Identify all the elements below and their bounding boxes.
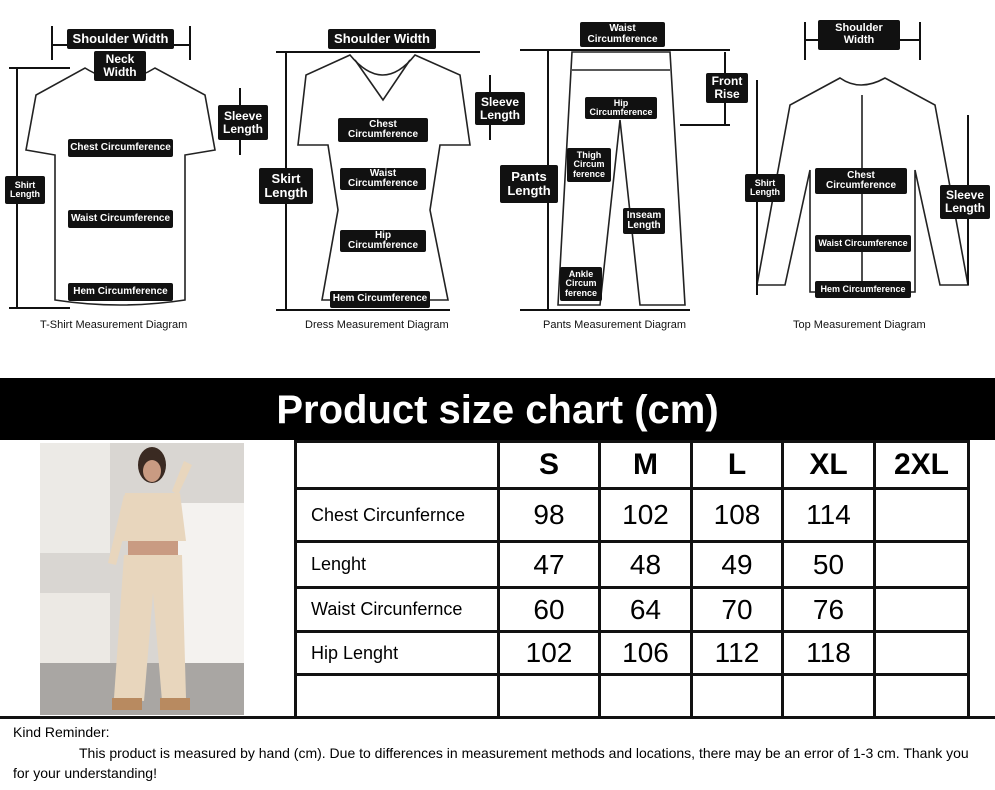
label-neck-width: Neck Width [94,51,146,81]
label-waist-circumference: Waist Circumference [68,210,173,228]
label-pants-waist: Waist Circumference [580,22,665,47]
table-row: Chest Circunfernce 98 102 108 114 [294,487,970,543]
table-cell: 47 [497,540,601,589]
label-dress-waist: Waist Circumference [340,168,426,190]
label-sleeve-length: Sleeve Length [218,105,268,140]
label-dress-hem: Hem Circumference [330,291,430,308]
table-cell [690,673,784,719]
caption-dress: Dress Measurement Diagram [305,319,449,331]
table-cell [873,487,970,543]
table-cell: 64 [598,586,693,633]
label-chest-circumference: Chest Circumference [68,139,173,157]
table-cell [873,540,970,589]
label-pants-length: Pants Length [500,165,558,203]
label-top-shirt-length: Shirt Length [745,174,785,202]
label-ankle-circumference: Ankle Circum ference [560,267,602,301]
table-cell: 60 [497,586,601,633]
label-hem-circumference: Hem Circumference [68,283,173,301]
table-cell: 118 [781,630,876,676]
caption-pants: Pants Measurement Diagram [543,319,687,331]
table-cell: 112 [690,630,784,676]
label-dress-hip: Hip Circumference [340,230,426,252]
table-cell [873,586,970,633]
table-cell: 70 [690,586,784,633]
product-photo [40,443,244,715]
label-shoulder-width: Shoulder Width [67,29,174,49]
label-dress-chest: Chest Circumference [338,118,428,142]
table-cell: 50 [781,540,876,589]
label-top-chest: Chest Circumference [815,168,907,194]
table-cell: 102 [497,630,601,676]
size-chart-title: Product size chart (cm) [0,378,995,440]
row-label: Chest Circunfernce [294,487,500,543]
header-size-m: M [598,440,693,490]
label-pants-hip: Hip Circumference [585,97,657,119]
row-label: Waist Circunfernce [294,586,500,633]
label-top-waist: Waist Circumference [815,235,911,252]
table-cell [781,673,876,719]
reminder-title: Kind Reminder: [13,724,110,740]
size-table: S M L XL 2XL Chest Circunfernce 98 102 1… [294,440,970,719]
label-front-rise: Front Rise [706,73,748,103]
table-cell [497,673,601,719]
label-shirt-length: Shirt Length [5,176,45,204]
caption-top: Top Measurement Diagram [793,319,926,331]
row-label: Hip Lenght [294,630,500,676]
header-size-2xl: 2XL [873,440,970,490]
header-size-xl: XL [781,440,876,490]
header-size-s: S [497,440,601,490]
label-thigh-circumference: Thigh Circum ference [567,148,611,182]
divider [0,716,995,719]
table-cell: 49 [690,540,784,589]
caption-tshirt: T-Shirt Measurement Diagram [40,319,188,331]
label-inseam-length: Inseam Length [623,208,665,234]
table-cell: 114 [781,487,876,543]
table-row [294,673,970,719]
label-dress-sleeve-length: Sleeve Length [475,92,525,125]
table-cell [598,673,693,719]
table-cell: 108 [690,487,784,543]
table-cell: 106 [598,630,693,676]
header-size-l: L [690,440,784,490]
label-top-shoulder-width: Shoulder Width [818,20,900,50]
label-dress-shoulder-width: Shoulder Width [328,29,436,49]
table-cell: 76 [781,586,876,633]
table-cell [873,673,970,719]
table-cell: 102 [598,487,693,543]
row-label: Lenght [294,540,500,589]
label-top-sleeve-length: Sleeve Length [940,185,990,219]
table-cell [873,630,970,676]
header-empty-cell [294,440,500,490]
table-cell: 48 [598,540,693,589]
label-skirt-length: Skirt Length [259,168,313,204]
reminder-body: This product is measured by hand (cm). D… [13,745,969,781]
table-row: Lenght 47 48 49 50 [294,540,970,589]
table-cell: 98 [497,487,601,543]
table-header-row: S M L XL 2XL [294,440,970,490]
table-row: Hip Lenght 102 106 112 118 [294,630,970,676]
label-top-hem: Hem Circumference [815,281,911,298]
table-row: Waist Circunfernce 60 64 70 76 [294,586,970,633]
row-label [294,673,500,719]
